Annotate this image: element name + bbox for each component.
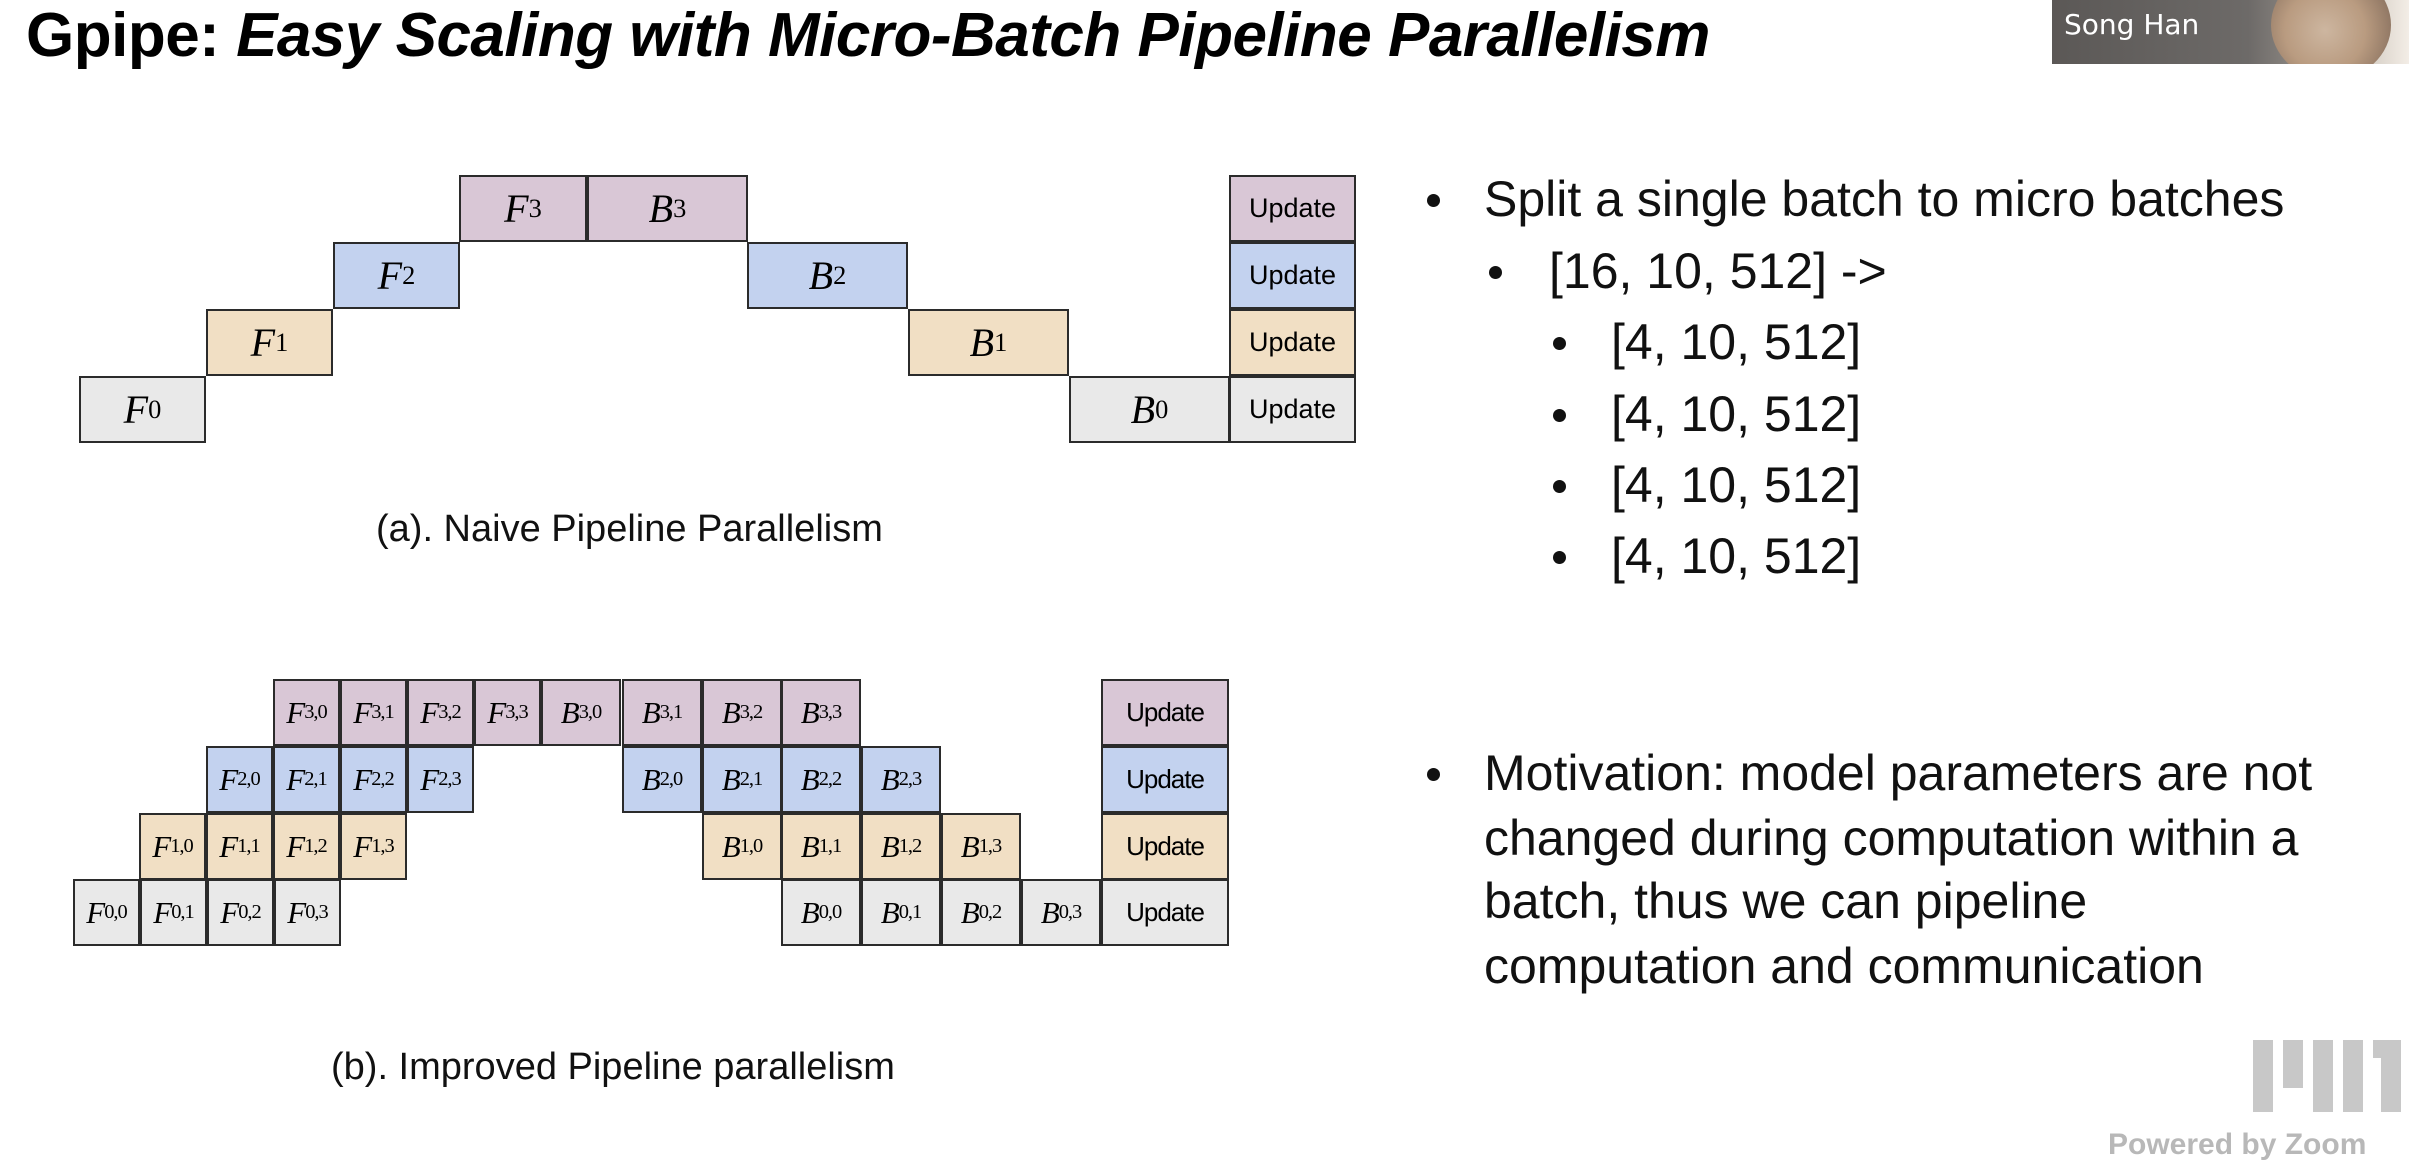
improved-caption: (b). Improved Pipeline parallelism (331, 1046, 895, 1088)
bullet-split: Split a single batch to micro batches (1484, 171, 2285, 227)
bullet-dot (1553, 337, 1566, 350)
bullet-micro-2: [4, 10, 512] (1611, 386, 1862, 442)
motivation-line-1: Motivation: model parameters are not (1484, 745, 2313, 801)
update-block: Update (1101, 679, 1229, 746)
update-block: Update (1101, 746, 1229, 813)
bullet-dot (1553, 480, 1566, 493)
bullet-shape: [16, 10, 512] -> (1549, 243, 1887, 299)
motivation-line-3: batch, thus we can pipeline (1484, 873, 2088, 929)
powered-by-zoom: Powered by Zoom (2108, 1128, 2367, 1161)
speaker-video-thumbnail[interactable]: Song Han (2052, 0, 2409, 64)
motivation-line-4: computation and communication (1484, 938, 2204, 994)
motivation-line-2: changed during computation within a (1484, 810, 2299, 866)
bullet-dot (1427, 768, 1440, 781)
bullet-dot (1489, 266, 1502, 279)
update-block: Update (1229, 309, 1356, 376)
mit-logo (2253, 1040, 2401, 1112)
title-italic: Easy Scaling with Micro-Batch Pipeline P… (236, 1, 1710, 70)
update-block: Update (1101, 879, 1229, 946)
bullet-micro-1: [4, 10, 512] (1611, 314, 1862, 370)
bullet-micro-3: [4, 10, 512] (1611, 457, 1862, 513)
speaker-name: Song Han (2064, 8, 2200, 41)
update-block: Update (1229, 376, 1356, 443)
naive-caption: (a). Naive Pipeline Parallelism (376, 508, 883, 550)
slide-title: Gpipe: Easy Scaling with Micro-Batch Pip… (26, 0, 1710, 72)
bullet-dot (1553, 409, 1566, 422)
title-prefix: Gpipe: (26, 1, 220, 70)
bullet-dot (1427, 194, 1440, 207)
bullet-micro-4: [4, 10, 512] (1611, 528, 1862, 584)
bullet-dot (1553, 551, 1566, 564)
update-block: Update (1229, 242, 1356, 309)
speaker-face (2271, 0, 2391, 64)
update-block: Update (1229, 175, 1356, 242)
update-block: Update (1101, 813, 1229, 880)
